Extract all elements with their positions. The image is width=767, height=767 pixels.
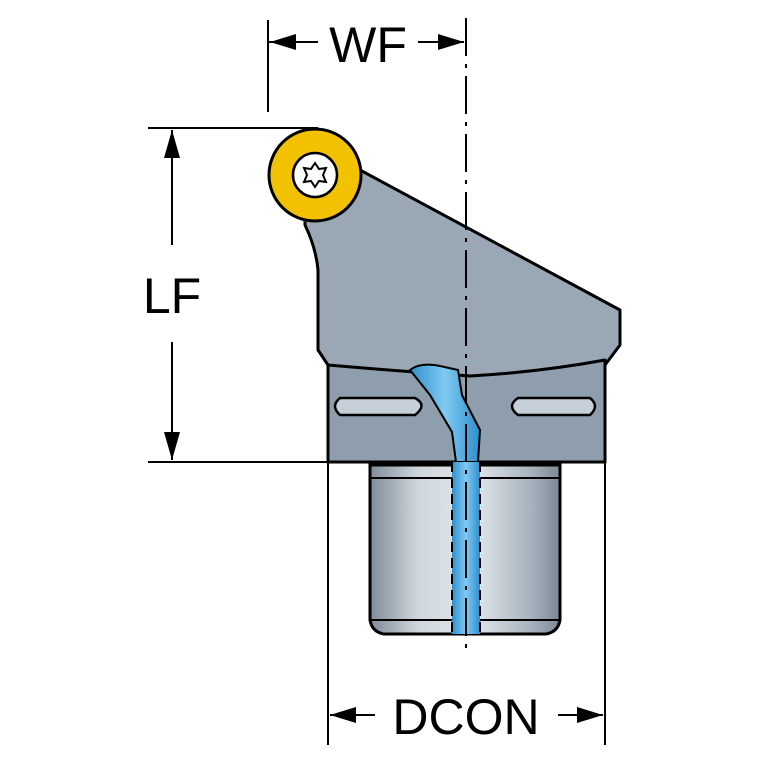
- lf-dimension: LF: [143, 127, 330, 463]
- left-groove: [333, 396, 423, 417]
- torx-screw-icon: [302, 161, 328, 189]
- wf-label: WF: [329, 17, 407, 73]
- right-groove: [510, 396, 597, 417]
- lf-label: LF: [143, 268, 201, 324]
- dcon-dimension: DCON: [327, 462, 606, 745]
- wf-dimension: WF: [267, 17, 464, 112]
- dcon-label: DCON: [392, 689, 539, 745]
